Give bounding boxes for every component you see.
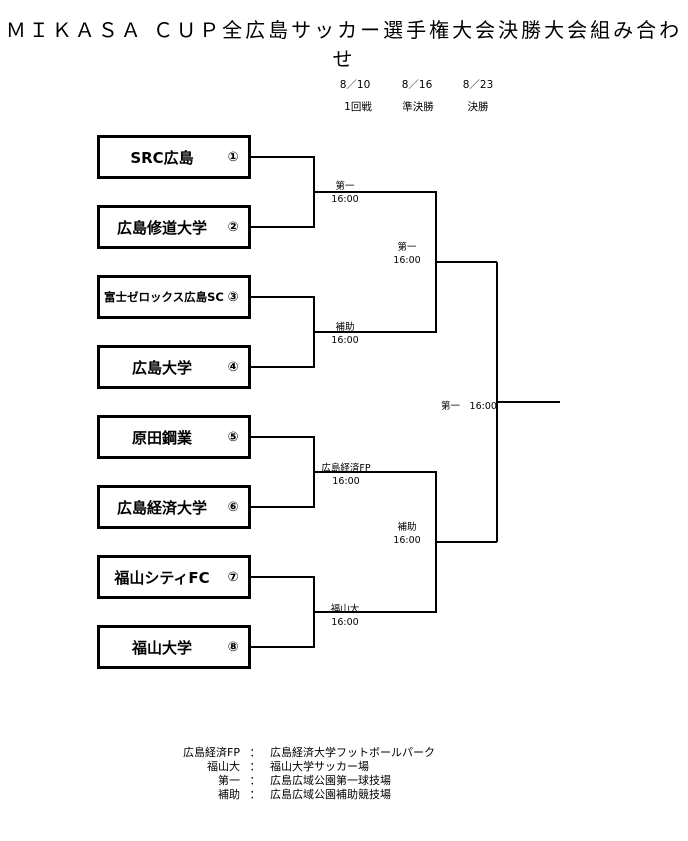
legend-full: 広島経済大学フットボールパーク (270, 746, 435, 759)
team-seed: ⑥ (227, 499, 239, 515)
team-box: SRC広島 ① (97, 135, 251, 179)
match-venue: 広島経済FP (321, 463, 371, 474)
team-seed: ⑦ (227, 569, 239, 585)
match-time: 16:00 (393, 535, 421, 546)
date-semifinal: 8／16 (401, 79, 433, 91)
round-label-semifinal: 準決勝 (402, 101, 434, 113)
legend-row: 福山大 ： 福山大学サッカー場 (150, 760, 435, 774)
team-seed: ③ (227, 289, 239, 305)
legend-abbr: 広島経済FP (183, 746, 240, 759)
legend-sep: ： (249, 746, 261, 759)
team-name: 広島修道大学 (116, 218, 207, 237)
legend-abbr: 補助 (218, 788, 240, 801)
team-box: 福山大学 ⑧ (97, 625, 251, 669)
team-seed: ④ (227, 359, 239, 375)
team-box: 福山シティFC ⑦ (97, 555, 251, 599)
match-time: 16:00 (393, 255, 421, 266)
team-name: 福山大学 (131, 638, 192, 657)
team-name: 原田鋼業 (131, 428, 192, 447)
legend-abbr: 福山大 (207, 760, 240, 773)
team-name: 富士ゼロックス広島SC (104, 290, 224, 304)
bracket-line-r1-2 (251, 296, 315, 368)
match-time: 16:00 (332, 476, 360, 487)
legend-sep: ： (249, 788, 261, 801)
match-label-r1-4: 福山大 16:00 (320, 603, 370, 629)
round-label-1: 1回戦 (344, 101, 372, 113)
legend-row: 広島経済FP ： 広島経済大学フットボールパーク (150, 746, 435, 760)
legend-full: 広島広域公園第一球技場 (270, 774, 391, 787)
team-name: 福山シティFC (114, 568, 210, 587)
match-time: 16:00 (331, 617, 359, 628)
match-time: 16:00 (331, 194, 359, 205)
team-seed: ⑧ (227, 639, 239, 655)
date-round1: 8／10 (339, 79, 371, 91)
bracket-line-r1-1 (251, 156, 315, 228)
match-label-r1-2: 補助 16:00 (320, 321, 370, 347)
bracket-line-r1-4 (251, 576, 315, 648)
match-venue: 第一 (397, 242, 417, 253)
team-name: SRC広島 (130, 148, 194, 167)
page-title: ＭＩＫＡＳＡ ＣＵＰ全広島サッカー選手権大会決勝大会組み合わせ (5, 18, 683, 71)
team-name: 広島大学 (131, 358, 192, 377)
round-label-final: 決勝 (467, 101, 489, 113)
team-name: 広島経済大学 (116, 498, 207, 517)
team-box: 富士ゼロックス広島SC ③ (97, 275, 251, 319)
match-label-r1-1: 第一 16:00 (320, 180, 370, 206)
match-label-final: 第一 16:00 (441, 401, 497, 412)
legend-sep: ： (249, 760, 261, 773)
match-venue: 福山大 (330, 604, 360, 615)
team-seed: ② (227, 219, 239, 235)
match-venue: 補助 (397, 522, 417, 533)
legend-row: 補助 ： 広島広域公園補助競技場 (150, 788, 435, 802)
legend-sep: ： (249, 774, 261, 787)
match-label-r1-3: 広島経済FP 16:00 (314, 462, 378, 488)
team-box: 広島大学 ④ (97, 345, 251, 389)
venue-legend: 広島経済FP ： 広島経済大学フットボールパーク 福山大 ： 福山大学サッカー場… (150, 746, 435, 802)
match-time: 16:00 (331, 335, 359, 346)
legend-full: 広島広域公園補助競技場 (270, 788, 391, 801)
bracket-line-r1-3 (251, 436, 315, 508)
team-seed: ① (227, 149, 239, 165)
legend-full: 福山大学サッカー場 (270, 760, 369, 773)
team-box: 原田鋼業 ⑤ (97, 415, 251, 459)
match-venue: 補助 (335, 322, 355, 333)
match-venue: 第一 (335, 181, 355, 192)
team-box: 広島経済大学 ⑥ (97, 485, 251, 529)
legend-abbr: 第一 (218, 774, 240, 787)
legend-row: 第一 ： 広島広域公園第一球技場 (150, 774, 435, 788)
match-label-sf-2: 補助 16:00 (382, 521, 432, 547)
match-label-sf-1: 第一 16:00 (382, 241, 432, 267)
team-seed: ⑤ (227, 429, 239, 445)
date-final: 8／23 (462, 79, 494, 91)
team-box: 広島修道大学 ② (97, 205, 251, 249)
round-dates: 8／10 8／16 8／23 1回戦 準決勝 決勝 (320, 77, 520, 117)
